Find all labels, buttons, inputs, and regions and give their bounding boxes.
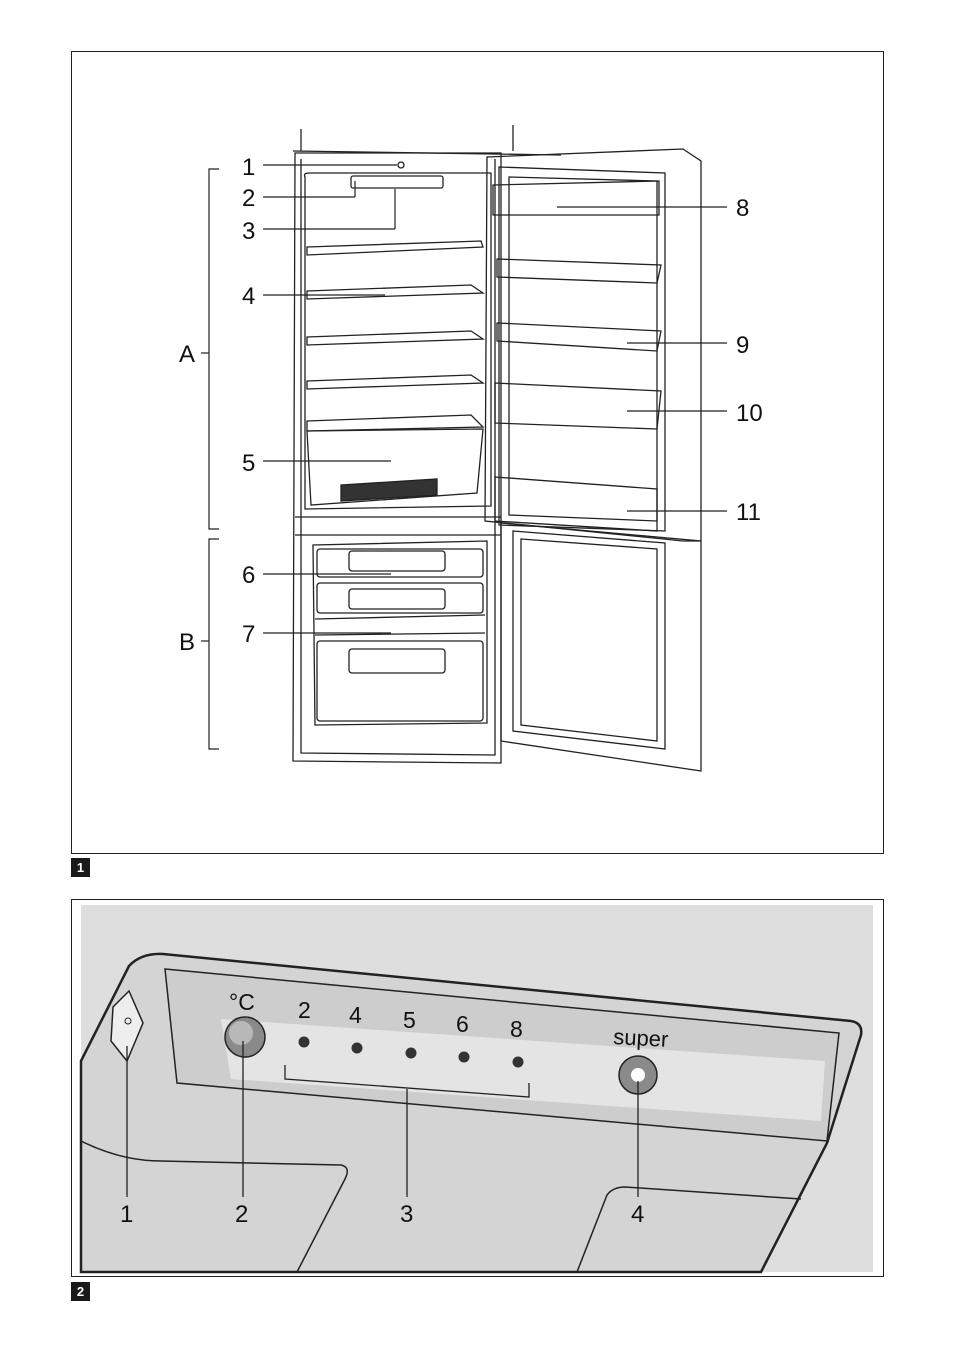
control-panel-diagram: °C 2 4 5 6 8 super 1 2 3 4 — [79, 905, 873, 1274]
level-leds — [298, 1036, 524, 1068]
section-b-label: B — [179, 629, 195, 656]
freezer-door — [500, 522, 702, 772]
freezer-handle-3 — [348, 648, 446, 674]
callout-4: 4 — [631, 1201, 644, 1228]
callout-4: 4 — [242, 283, 255, 310]
temperature-symbol: °C — [229, 989, 255, 1015]
callout-1: 1 — [120, 1201, 133, 1228]
callout-2: 2 — [235, 1201, 248, 1228]
callout-3: 3 — [242, 218, 255, 245]
fridge-door — [484, 148, 702, 542]
callout-6: 6 — [242, 562, 255, 589]
led-level-8 — [512, 1056, 524, 1068]
level-label-4: 4 — [349, 1002, 362, 1028]
level-label-8: 8 — [510, 1016, 523, 1042]
figure-1-panel: 1 2 3 4 5 6 7 8 9 10 11 A B — [71, 51, 884, 854]
level-label-6: 6 — [456, 1011, 469, 1037]
freezer-handle-1 — [348, 550, 446, 572]
callout-3: 3 — [400, 1201, 413, 1228]
callout-10: 10 — [736, 400, 763, 427]
callout-9: 9 — [736, 332, 749, 359]
freezer-compartment — [312, 540, 488, 726]
led-level-4 — [351, 1042, 363, 1054]
level-label-2: 2 — [298, 997, 311, 1023]
led-level-5 — [405, 1047, 417, 1059]
led-level-6 — [458, 1051, 470, 1063]
callout-11: 11 — [736, 499, 761, 526]
level-label-5: 5 — [403, 1007, 416, 1033]
section-a-label: A — [179, 341, 195, 368]
main-switch — [110, 989, 144, 1063]
led-level-2 — [298, 1036, 310, 1048]
cabinet-outline — [292, 152, 502, 764]
control-strip — [350, 175, 444, 189]
callout-1: 1 — [242, 154, 255, 181]
switch-indicator-icon — [124, 1017, 132, 1025]
bracket-a — [208, 168, 219, 530]
super-indicator-icon — [631, 1068, 645, 1082]
callout-5: 5 — [242, 450, 255, 477]
vegetable-drawer — [306, 428, 484, 506]
fridge-compartment — [303, 172, 492, 510]
bracket-b — [208, 538, 219, 750]
door-shelves — [492, 180, 662, 532]
super-label: super — [613, 1024, 669, 1052]
figure-2-panel: °C 2 4 5 6 8 super 1 2 3 4 — [71, 899, 884, 1277]
callout-7: 7 — [242, 621, 255, 648]
figure-2-badge: 2 — [71, 1282, 90, 1301]
freezer-handle-2 — [348, 588, 446, 610]
callout-2: 2 — [242, 185, 255, 212]
light-switch — [397, 161, 405, 169]
fridge-diagram: 1 2 3 4 5 6 7 8 9 10 11 A B — [179, 125, 763, 772]
callout-8: 8 — [736, 195, 749, 222]
glass-shelves — [306, 240, 486, 432]
figure-1-badge: 1 — [71, 858, 90, 877]
